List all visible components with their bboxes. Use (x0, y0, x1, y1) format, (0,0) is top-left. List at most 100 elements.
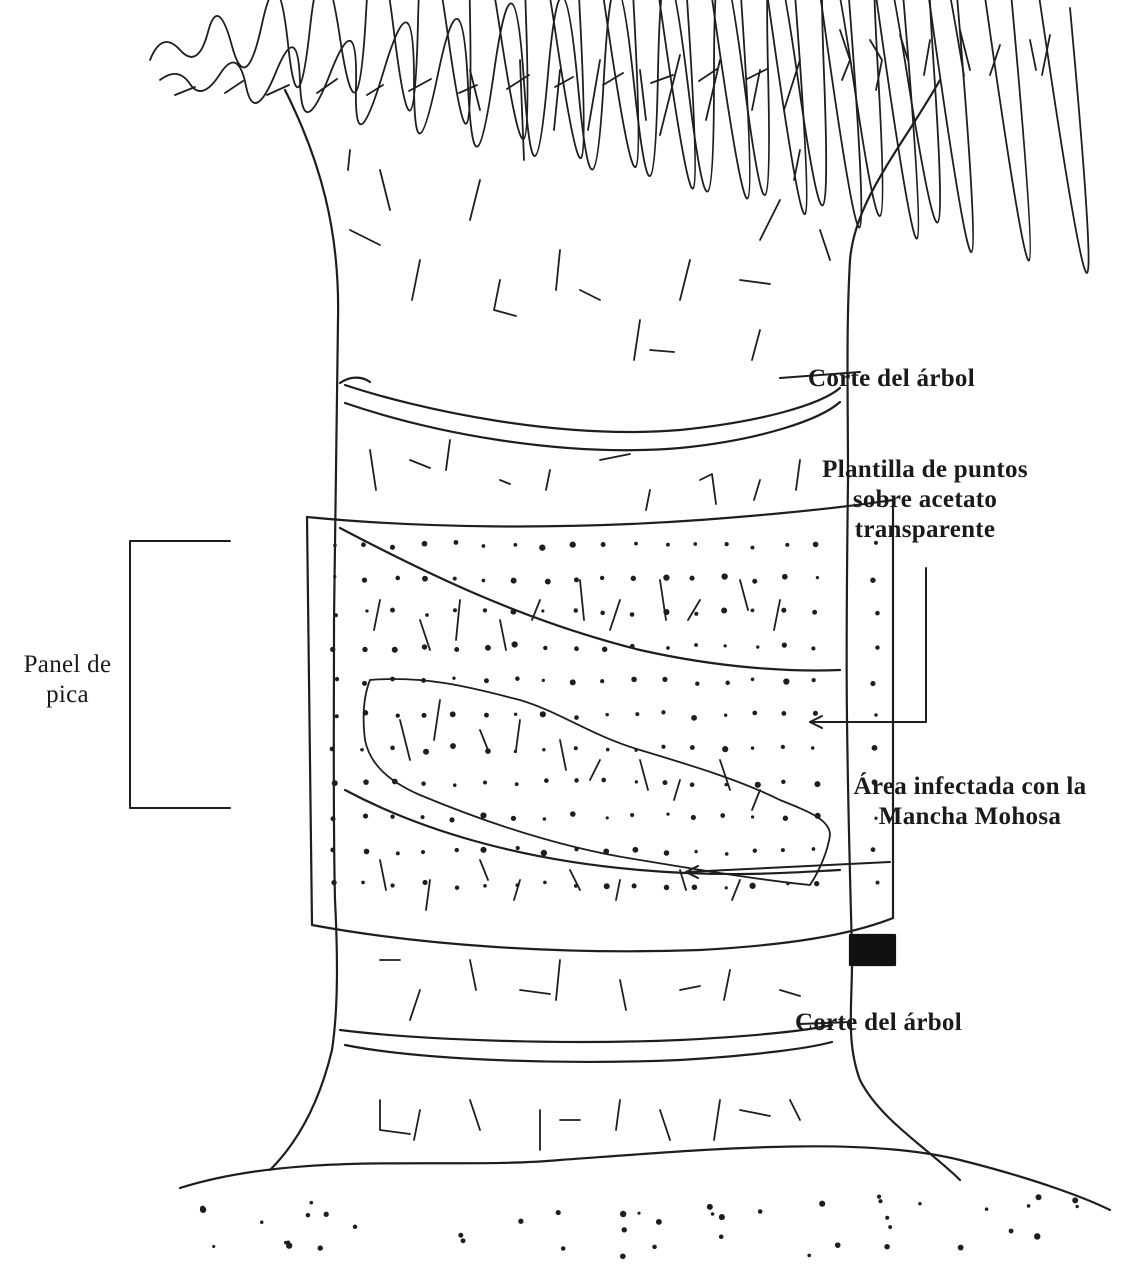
stipple-dot (720, 813, 725, 818)
stipple-dot (573, 608, 577, 612)
stipple-dot (722, 746, 728, 752)
stipple-dot (306, 1213, 311, 1218)
stipple-dot (918, 1202, 921, 1205)
stipple-dot (458, 1233, 463, 1238)
stipple-dot (362, 681, 367, 686)
stipple-dot (543, 881, 547, 885)
stipple-dot (725, 681, 730, 686)
stipple-dot (781, 745, 785, 749)
stipple-dot (751, 815, 754, 818)
stipple-dot (600, 611, 605, 616)
stipple-dot (543, 646, 547, 650)
stipple-dot (515, 782, 519, 786)
stipple-dot (390, 814, 394, 818)
label-panel-de-pica: Panel de pica (5, 650, 130, 710)
stipple-dot (513, 543, 517, 547)
stipple-dot (574, 715, 579, 720)
stipple-dot (574, 577, 579, 582)
stipple-dot (885, 1216, 889, 1220)
stipple-dot (539, 544, 545, 550)
stipple-dot (331, 816, 336, 821)
stipple-dot (570, 811, 576, 817)
stipple-dot (632, 847, 638, 853)
stipple-dot (694, 850, 697, 853)
stipple-dot (652, 1245, 657, 1250)
stipple-dot (318, 1245, 323, 1250)
stipple-dot (365, 609, 368, 612)
stipple-dot (364, 849, 370, 855)
stipple-dot (690, 782, 695, 787)
stipple-dot (724, 644, 727, 647)
stipple-dot (600, 679, 604, 683)
stipple-dot (877, 1194, 881, 1198)
stipple-dot (781, 608, 786, 613)
stipple-dot (515, 676, 519, 680)
stipple-dot (544, 778, 549, 783)
stipple-dot (360, 748, 364, 752)
stipple-dot (711, 1212, 715, 1216)
stipple-dot (958, 1245, 964, 1251)
stipple-dot (622, 1227, 627, 1232)
stipple-dot (876, 881, 880, 885)
stipple-dot (874, 713, 877, 716)
stipple-dot (286, 1242, 292, 1248)
stipple-dot (783, 816, 788, 821)
stipple-dot (422, 541, 428, 547)
stipple-dot (454, 540, 459, 545)
stipple-dot (663, 780, 668, 785)
stipple-dot (333, 575, 336, 578)
stipple-dot (707, 1204, 713, 1210)
stipple-dot (574, 884, 578, 888)
stipple-dot (392, 779, 398, 785)
stipple-dot (661, 745, 665, 749)
stipple-dot (631, 677, 637, 683)
stipple-dot (574, 746, 578, 750)
stipple-dot (1009, 1229, 1014, 1234)
stipple-dot (620, 1211, 626, 1217)
stipple-dot (483, 781, 487, 785)
label-corte-del-arbol-bottom: Corte del árbol (795, 1008, 962, 1038)
stipple-dot (455, 885, 459, 889)
stipple-dot (518, 1219, 523, 1224)
stipple-dot (782, 574, 788, 580)
stipple-dot (751, 746, 754, 749)
stipple-dot (664, 850, 670, 856)
stipple-dot (484, 713, 489, 718)
stipple-dot (602, 647, 608, 653)
stipple-dot (363, 779, 369, 785)
stipple-dot (785, 543, 789, 547)
stipple-dot (570, 679, 576, 685)
stipple-dot (200, 1207, 206, 1213)
label-plantilla: Plantilla de puntos sobre acetato transp… (805, 455, 1045, 545)
stipple-dot (755, 782, 761, 788)
stipple-dot (363, 813, 368, 818)
stipple-dot (819, 1201, 825, 1207)
stipple-dot (390, 677, 395, 682)
stipple-dot (542, 679, 545, 682)
stipple-dot (721, 573, 727, 579)
stipple-dot (422, 576, 428, 582)
stipple-dot (545, 579, 551, 585)
stipple-dot (751, 677, 755, 681)
stipple-dot (663, 574, 669, 580)
stipple-dot (422, 880, 427, 885)
stipple-dot (637, 1212, 640, 1215)
stipple-dot (422, 644, 427, 649)
stipple-dot (875, 611, 880, 616)
stipple-dot (396, 851, 400, 855)
stipple-dot (542, 748, 545, 751)
stipple-dot (574, 778, 578, 782)
stipple-dot (752, 711, 757, 716)
stipple-dot (691, 715, 697, 721)
stipple-dot (452, 676, 455, 679)
stipple-dot (1075, 1205, 1078, 1208)
stipple-dot (574, 646, 579, 651)
stipple-dot (719, 1234, 724, 1239)
stipple-dot (511, 816, 516, 821)
stipple-dot (661, 710, 665, 714)
stipple-dot (694, 643, 698, 647)
stipple-dot (872, 745, 878, 751)
stipple-dot (812, 847, 816, 851)
stipple-dot (693, 542, 697, 546)
